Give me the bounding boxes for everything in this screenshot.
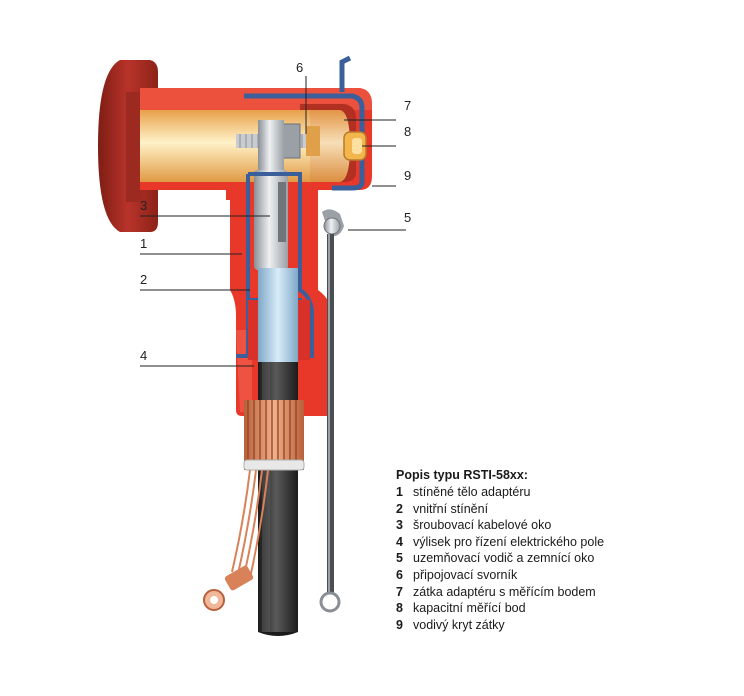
legend-item-number: 2 [396, 501, 403, 516]
callout-9: 9 [404, 168, 411, 183]
legend-item-text: vodivý kryt zátky [413, 617, 505, 632]
callout-8: 8 [404, 124, 411, 139]
earthing-wire [319, 209, 344, 613]
legend-item-number: 6 [396, 567, 403, 582]
capacitive-test-point [343, 131, 367, 161]
legend-item-text: šroubovací kabelové oko [413, 518, 552, 533]
stress-control-tube [248, 268, 310, 378]
callout-4: 4 [140, 348, 147, 363]
legend-item-text: uzemňovací vodič a zemnící oko [413, 551, 595, 566]
legend-item-number: 3 [396, 518, 403, 533]
legend-item: 3 šroubovací kabelové oko [396, 517, 736, 534]
legend-item: 1 stíněné tělo adaptéru [396, 484, 736, 501]
callout-lines [140, 76, 406, 367]
legend-item: 9 vodivý kryt zátky [396, 617, 736, 634]
legend-item-text: připojovací svorník [413, 567, 518, 582]
legend: Popis typu RSTI-58xx: 1 stíněné tělo ada… [396, 468, 736, 633]
legend-item: 5 uzemňovací vodič a zemnící oko [396, 550, 736, 567]
legend-item-number: 1 [396, 485, 403, 499]
legend-item-text: zátka adaptéru s měřícím bodem [413, 584, 596, 599]
legend-item-number: 8 [396, 601, 403, 616]
legend-item: 2 vnitřní stínění [396, 501, 736, 518]
legend-item-text: kapacitní měřící bod [413, 601, 526, 616]
legend-item-text: výlisek pro řízení elektrického pole [413, 534, 605, 549]
screen-earth-lug [203, 565, 254, 611]
copper-screen [231, 400, 305, 579]
callout-5: 5 [404, 210, 411, 225]
callout-6: 6 [296, 60, 303, 75]
legend-item-text: vnitřní stínění [413, 501, 489, 516]
legend-item-number: 5 [396, 551, 403, 566]
legend-item-number: 9 [396, 617, 403, 632]
cable-lug [254, 120, 288, 270]
callout-3: 3 [140, 198, 147, 213]
legend-item: 6 připojovací svorník [396, 567, 736, 584]
legend-item: 7 zátka adaptéru s měřícím bodem [396, 584, 736, 601]
legend-item: 8 kapacitní měřící bod [396, 600, 736, 617]
legend-title: Popis typu RSTI-58xx: [396, 468, 528, 482]
legend-item-number: 7 [396, 584, 403, 599]
callout-7: 7 [404, 98, 411, 113]
legend-item: 4 výlisek pro řízení elektrického pole [396, 534, 736, 551]
callout-2: 2 [140, 272, 147, 287]
legend-item-number: 4 [396, 534, 403, 549]
legend-item-text: stíněné tělo adaptéru [413, 485, 531, 499]
callout-1: 1 [140, 236, 147, 251]
